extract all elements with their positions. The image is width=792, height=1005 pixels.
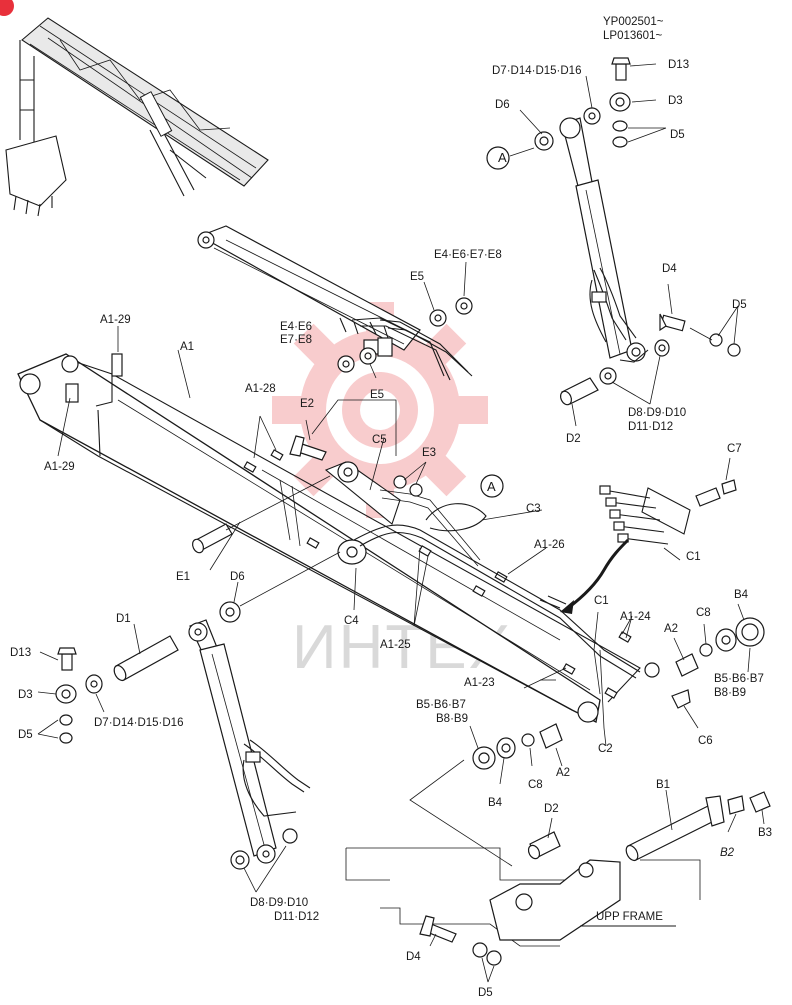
- hardware-bottom-right: [527, 789, 771, 862]
- hardware-e-parts: [191, 399, 427, 554]
- label-c1-upper: C1: [686, 551, 701, 563]
- label-a1-29-left: A1-29: [44, 461, 75, 473]
- label-d7-group-top: D7·D14·D15·D16: [492, 65, 581, 77]
- callout-a-circle: [486, 146, 510, 170]
- hardware-top-right: [486, 57, 667, 170]
- label-d8-left-1: D8·D9·D10: [250, 897, 308, 909]
- label-d3-left: D3: [18, 689, 33, 701]
- label-d3-top: D3: [668, 95, 683, 107]
- label-c5: C5: [372, 434, 387, 446]
- label-e4-mid-1: E4·E6: [280, 321, 312, 333]
- label-a1-25: A1-25: [380, 639, 411, 651]
- hardware-bottom: [419, 915, 676, 983]
- label-d5-top: D5: [670, 129, 685, 141]
- part-labels: A A D7·D14·D15·D16 D13 D3 D6 D5 E4·E6·E7…: [10, 59, 772, 999]
- label-a1-23: A1-23: [464, 677, 495, 689]
- excavator-thumbnail: [5, 17, 269, 217]
- hardware-top-mid: [337, 261, 473, 379]
- label-c4: C4: [344, 615, 359, 627]
- boom-center-bracket: [324, 461, 401, 565]
- hardware-right-end: [671, 603, 765, 729]
- label-d7-group-left: D7·D14·D15·D16: [94, 717, 183, 729]
- label-a1-26: A1-26: [534, 539, 565, 551]
- label-a2-right: A2: [664, 623, 678, 635]
- label-d2-bottom: D2: [544, 803, 559, 815]
- boom-cylinder-left: [188, 619, 311, 893]
- label-e3: E3: [422, 447, 436, 459]
- label-c8-mid: C8: [528, 779, 543, 791]
- label-d5-bottom: D5: [478, 987, 493, 999]
- label-d6-left: D6: [230, 571, 245, 583]
- callout-a-circle-mid: [480, 474, 504, 498]
- label-b2: B2: [720, 847, 735, 859]
- boom-cylinder-right: [559, 117, 649, 363]
- label-c8-right: C8: [696, 607, 711, 619]
- label-b4-right: B4: [734, 589, 749, 601]
- callout-a-mid-label: A: [487, 479, 496, 494]
- label-a1-24: A1-24: [620, 611, 651, 623]
- label-d4-right: D4: [662, 263, 677, 275]
- label-d8-right-2: D11·D12: [628, 421, 673, 433]
- corner-badge: [0, 0, 14, 16]
- hardware-lower-left: [37, 551, 341, 744]
- label-c6: C6: [698, 735, 713, 747]
- label-d13-top: D13: [668, 59, 689, 71]
- callout-a-label: A: [498, 150, 507, 165]
- label-a1: A1: [180, 341, 194, 353]
- label-b3: B3: [758, 827, 772, 839]
- label-c7: C7: [727, 443, 742, 455]
- label-d6-top: D6: [495, 99, 510, 111]
- label-c1-lower: C1: [594, 595, 609, 607]
- label-upp-frame: UPP FRAME: [596, 911, 663, 923]
- label-e4-mid-2: E7·E8: [280, 334, 312, 346]
- fitting-block-c1: [560, 457, 737, 614]
- label-a1-29-top: A1-29: [100, 314, 131, 326]
- label-d13-left: D13: [10, 647, 31, 659]
- label-a1-28: A1-28: [245, 383, 276, 395]
- label-e5-top: E5: [410, 271, 424, 283]
- label-b5-mid-1: B5·B6·B7: [416, 699, 466, 711]
- label-b5-mid-2: B8·B9: [436, 713, 468, 725]
- hardware-right-mid: [559, 283, 741, 427]
- label-d1: D1: [116, 613, 131, 625]
- label-d4-bottom: D4: [406, 951, 421, 963]
- label-c3: C3: [526, 503, 541, 515]
- label-a2-mid: A2: [556, 767, 570, 779]
- hardware-mid-bottom: [409, 619, 631, 867]
- leader-lines: [57, 326, 633, 695]
- label-b1: B1: [656, 779, 670, 791]
- label-d5-right: D5: [732, 299, 747, 311]
- label-d2-right: D2: [566, 433, 581, 445]
- boom-a1: [17, 353, 660, 723]
- arm-cylinder: [197, 225, 473, 381]
- label-e1: E1: [176, 571, 190, 583]
- label-b5-right-1: B5·B6·B7: [714, 673, 764, 685]
- serial-range-2: LP013601~: [603, 30, 662, 42]
- upper-frame: [345, 847, 701, 947]
- label-c2: C2: [598, 743, 613, 755]
- hydraulic-lines: [353, 489, 641, 679]
- label-b4-mid: B4: [488, 797, 503, 809]
- label-d5-left: D5: [18, 729, 33, 741]
- label-e4-group-top: E4·E6·E7·E8: [434, 249, 502, 261]
- label-d8-right-1: D8·D9·D10: [628, 407, 686, 419]
- label-e5-mid: E5: [370, 389, 384, 401]
- serial-range-1: YP002501~: [603, 16, 664, 28]
- label-d8-left-2: D11·D12: [274, 911, 319, 923]
- label-b5-right-2: B8·B9: [714, 687, 746, 699]
- label-e2: E2: [300, 398, 314, 410]
